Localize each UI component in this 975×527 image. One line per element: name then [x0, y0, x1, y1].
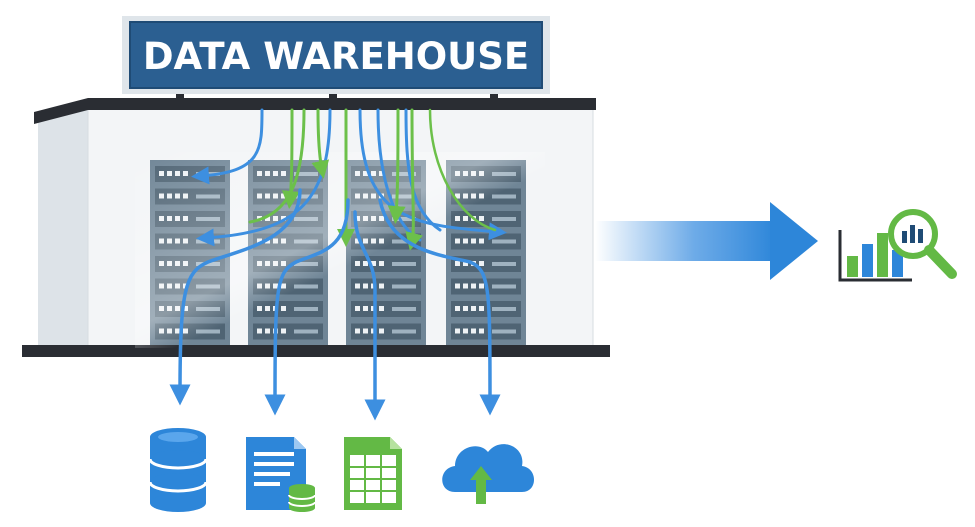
internal-data-flows	[191, 108, 507, 251]
document-database-icon	[246, 437, 316, 512]
sign-title: DATA WAREHOUSE	[143, 35, 529, 78]
sign-board: DATA WAREHOUSE	[122, 16, 550, 102]
analytics-magnifier-icon	[838, 209, 957, 282]
roof	[34, 98, 596, 124]
glass-reflection	[135, 152, 545, 348]
right-arrow-icon	[595, 202, 818, 280]
cloud-upload-icon	[442, 444, 534, 504]
source-flows	[169, 188, 501, 421]
database-icon	[148, 428, 208, 512]
spreadsheet-icon	[344, 437, 402, 510]
